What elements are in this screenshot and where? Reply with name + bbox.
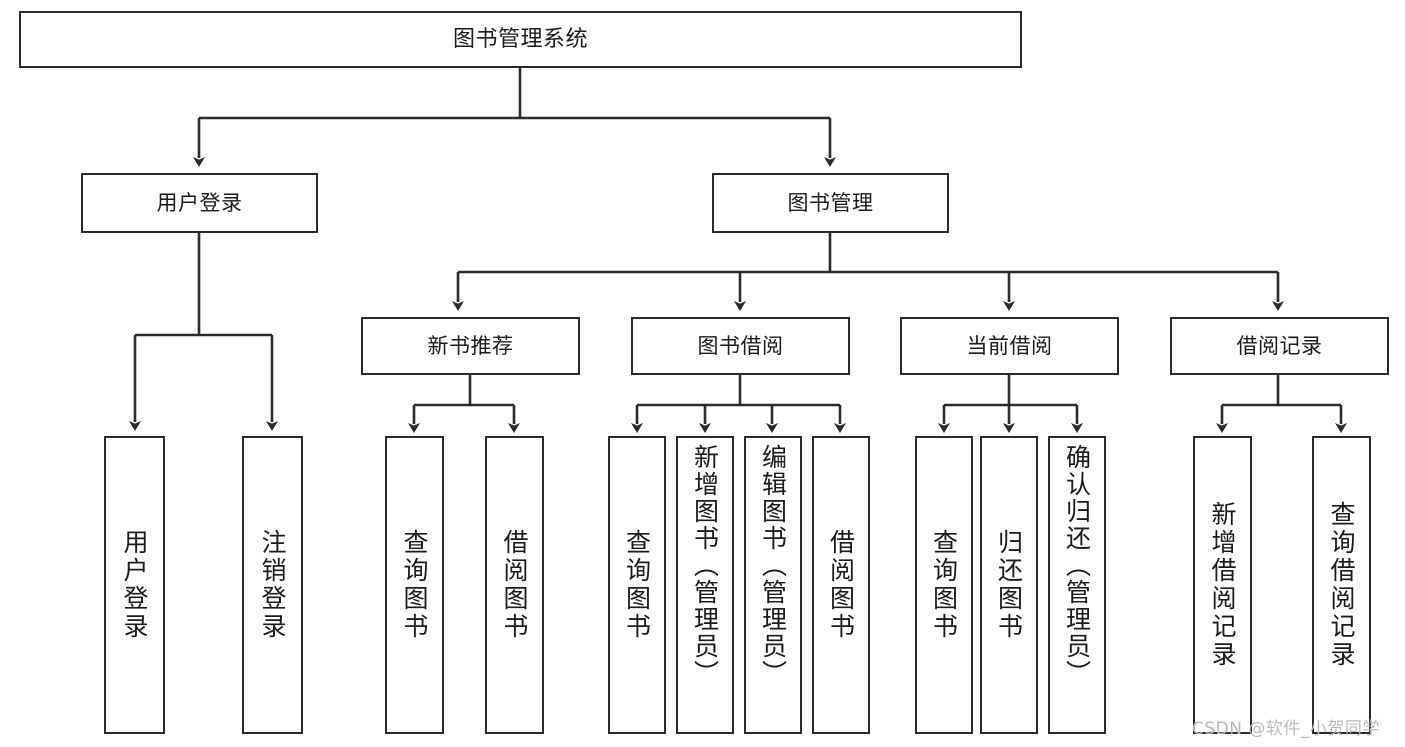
- node-book-management[interactable]: 图书管理: [712, 173, 949, 233]
- node-book-management-label: 图书管理: [787, 190, 874, 215]
- leaf-borrow-edit-book[interactable]: 编辑图书（管理员）: [744, 436, 802, 734]
- leaf-recommend-query-book-label: 查询图书: [400, 529, 429, 641]
- leaf-borrow-add-book[interactable]: 新增图书（管理员）: [676, 436, 734, 734]
- leaf-record-add-record[interactable]: 新增借阅记录: [1193, 436, 1252, 734]
- node-new-book-recommend[interactable]: 新书推荐: [361, 317, 580, 375]
- leaf-borrow-borrow-book[interactable]: 借阅图书: [812, 436, 870, 734]
- leaf-current-return-book[interactable]: 归还图书: [980, 436, 1038, 734]
- leaf-current-confirm-return-label: 确认归还（管理员）: [1062, 444, 1092, 687]
- leaf-record-query-record-label: 查询借阅记录: [1327, 501, 1356, 669]
- csdn-watermark: CSDN @软件_小贺同学: [1192, 719, 1380, 739]
- node-borrow-record[interactable]: 借阅记录: [1170, 317, 1389, 375]
- leaf-record-query-record[interactable]: 查询借阅记录: [1312, 436, 1371, 734]
- node-new-book-recommend-label: 新书推荐: [427, 333, 514, 358]
- node-borrow-record-label: 借阅记录: [1236, 333, 1323, 358]
- node-current-borrow[interactable]: 当前借阅: [900, 317, 1119, 375]
- leaf-borrow-edit-book-label: 编辑图书（管理员）: [758, 444, 788, 687]
- leaf-borrow-query-book-label: 查询图书: [622, 529, 652, 641]
- node-root-label: 图书管理系统: [452, 26, 588, 52]
- leaf-user-logout-label: 注销登录: [258, 529, 287, 641]
- leaf-recommend-borrow-book-label: 借阅图书: [500, 529, 529, 641]
- node-user-login-label: 用户登录: [156, 190, 243, 215]
- node-root[interactable]: 图书管理系统: [19, 11, 1022, 68]
- node-book-borrow-label: 图书借阅: [697, 333, 784, 358]
- leaf-recommend-borrow-book[interactable]: 借阅图书: [485, 436, 544, 734]
- node-book-borrow[interactable]: 图书借阅: [631, 317, 850, 375]
- leaf-record-add-record-label: 新增借阅记录: [1208, 501, 1237, 669]
- leaf-recommend-query-book[interactable]: 查询图书: [385, 436, 444, 734]
- leaf-current-query-book[interactable]: 查询图书: [915, 436, 973, 734]
- leaf-borrow-add-book-label: 新增图书（管理员）: [690, 444, 720, 687]
- leaf-current-query-book-label: 查询图书: [929, 529, 959, 641]
- leaf-current-confirm-return[interactable]: 确认归还（管理员）: [1048, 436, 1106, 734]
- leaf-borrow-borrow-book-label: 借阅图书: [826, 529, 856, 641]
- node-user-login[interactable]: 用户登录: [81, 173, 318, 233]
- leaf-user-login-label: 用户登录: [120, 529, 149, 641]
- leaf-user-logout[interactable]: 注销登录: [242, 436, 303, 734]
- leaf-user-login[interactable]: 用户登录: [104, 436, 165, 734]
- leaf-borrow-query-book[interactable]: 查询图书: [608, 436, 666, 734]
- leaf-current-return-book-label: 归还图书: [994, 529, 1024, 641]
- node-current-borrow-label: 当前借阅: [966, 333, 1053, 358]
